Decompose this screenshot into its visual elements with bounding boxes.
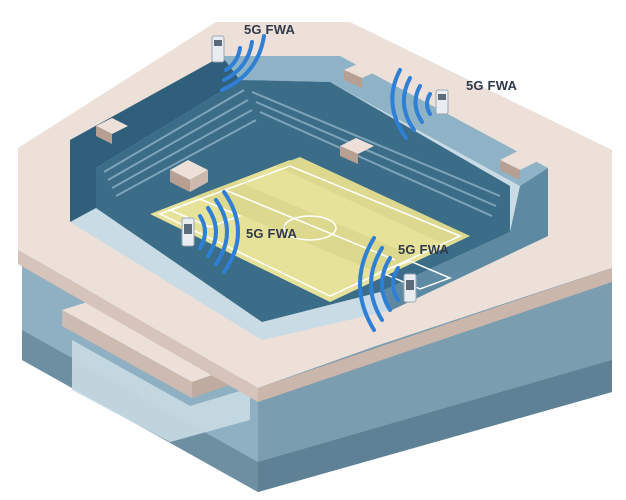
ramp-shadow <box>72 340 250 442</box>
stand-back-right <box>222 56 548 186</box>
pitch-lines <box>158 165 462 297</box>
base-lower-band-right <box>258 360 612 492</box>
roof-block-2-side <box>340 146 358 164</box>
roof-block-5-side <box>96 126 112 144</box>
seat-rows <box>103 89 501 217</box>
pitch-stripe-2 <box>276 157 470 245</box>
waves-left <box>198 190 240 274</box>
ramp-side <box>62 310 192 398</box>
pitch-stripe <box>196 181 416 272</box>
stand-right <box>380 168 548 310</box>
label-5g-fwa-left: 5G FWA <box>246 226 298 241</box>
label-5g-fwa-top: 5G FWA <box>244 22 296 37</box>
roof-block-1 <box>170 160 208 180</box>
waves-top <box>220 34 266 92</box>
football-pitch <box>150 157 470 302</box>
antenna-top <box>211 35 225 63</box>
roof-block-1-side2 <box>190 170 208 192</box>
antenna-icon <box>181 35 449 303</box>
roof-edge-left <box>18 250 258 402</box>
waves-right <box>390 68 432 140</box>
label-5g-fwa-right: 5G FWA <box>466 78 518 93</box>
roof-block-2 <box>340 138 374 154</box>
roof-blocks <box>96 62 540 192</box>
stand-back-left <box>70 56 240 222</box>
base-wall-right <box>258 264 612 492</box>
waves-bottom <box>358 236 400 332</box>
roof-block-1-side <box>170 170 190 192</box>
roof-block-3-side <box>500 160 520 180</box>
label-5g-fwa-bottom: 5G FWA <box>398 242 450 257</box>
antenna-right <box>435 89 449 115</box>
roof-edge-right <box>258 268 612 402</box>
signal-wave-icon <box>198 34 432 332</box>
roof-block-4-side <box>344 70 362 88</box>
